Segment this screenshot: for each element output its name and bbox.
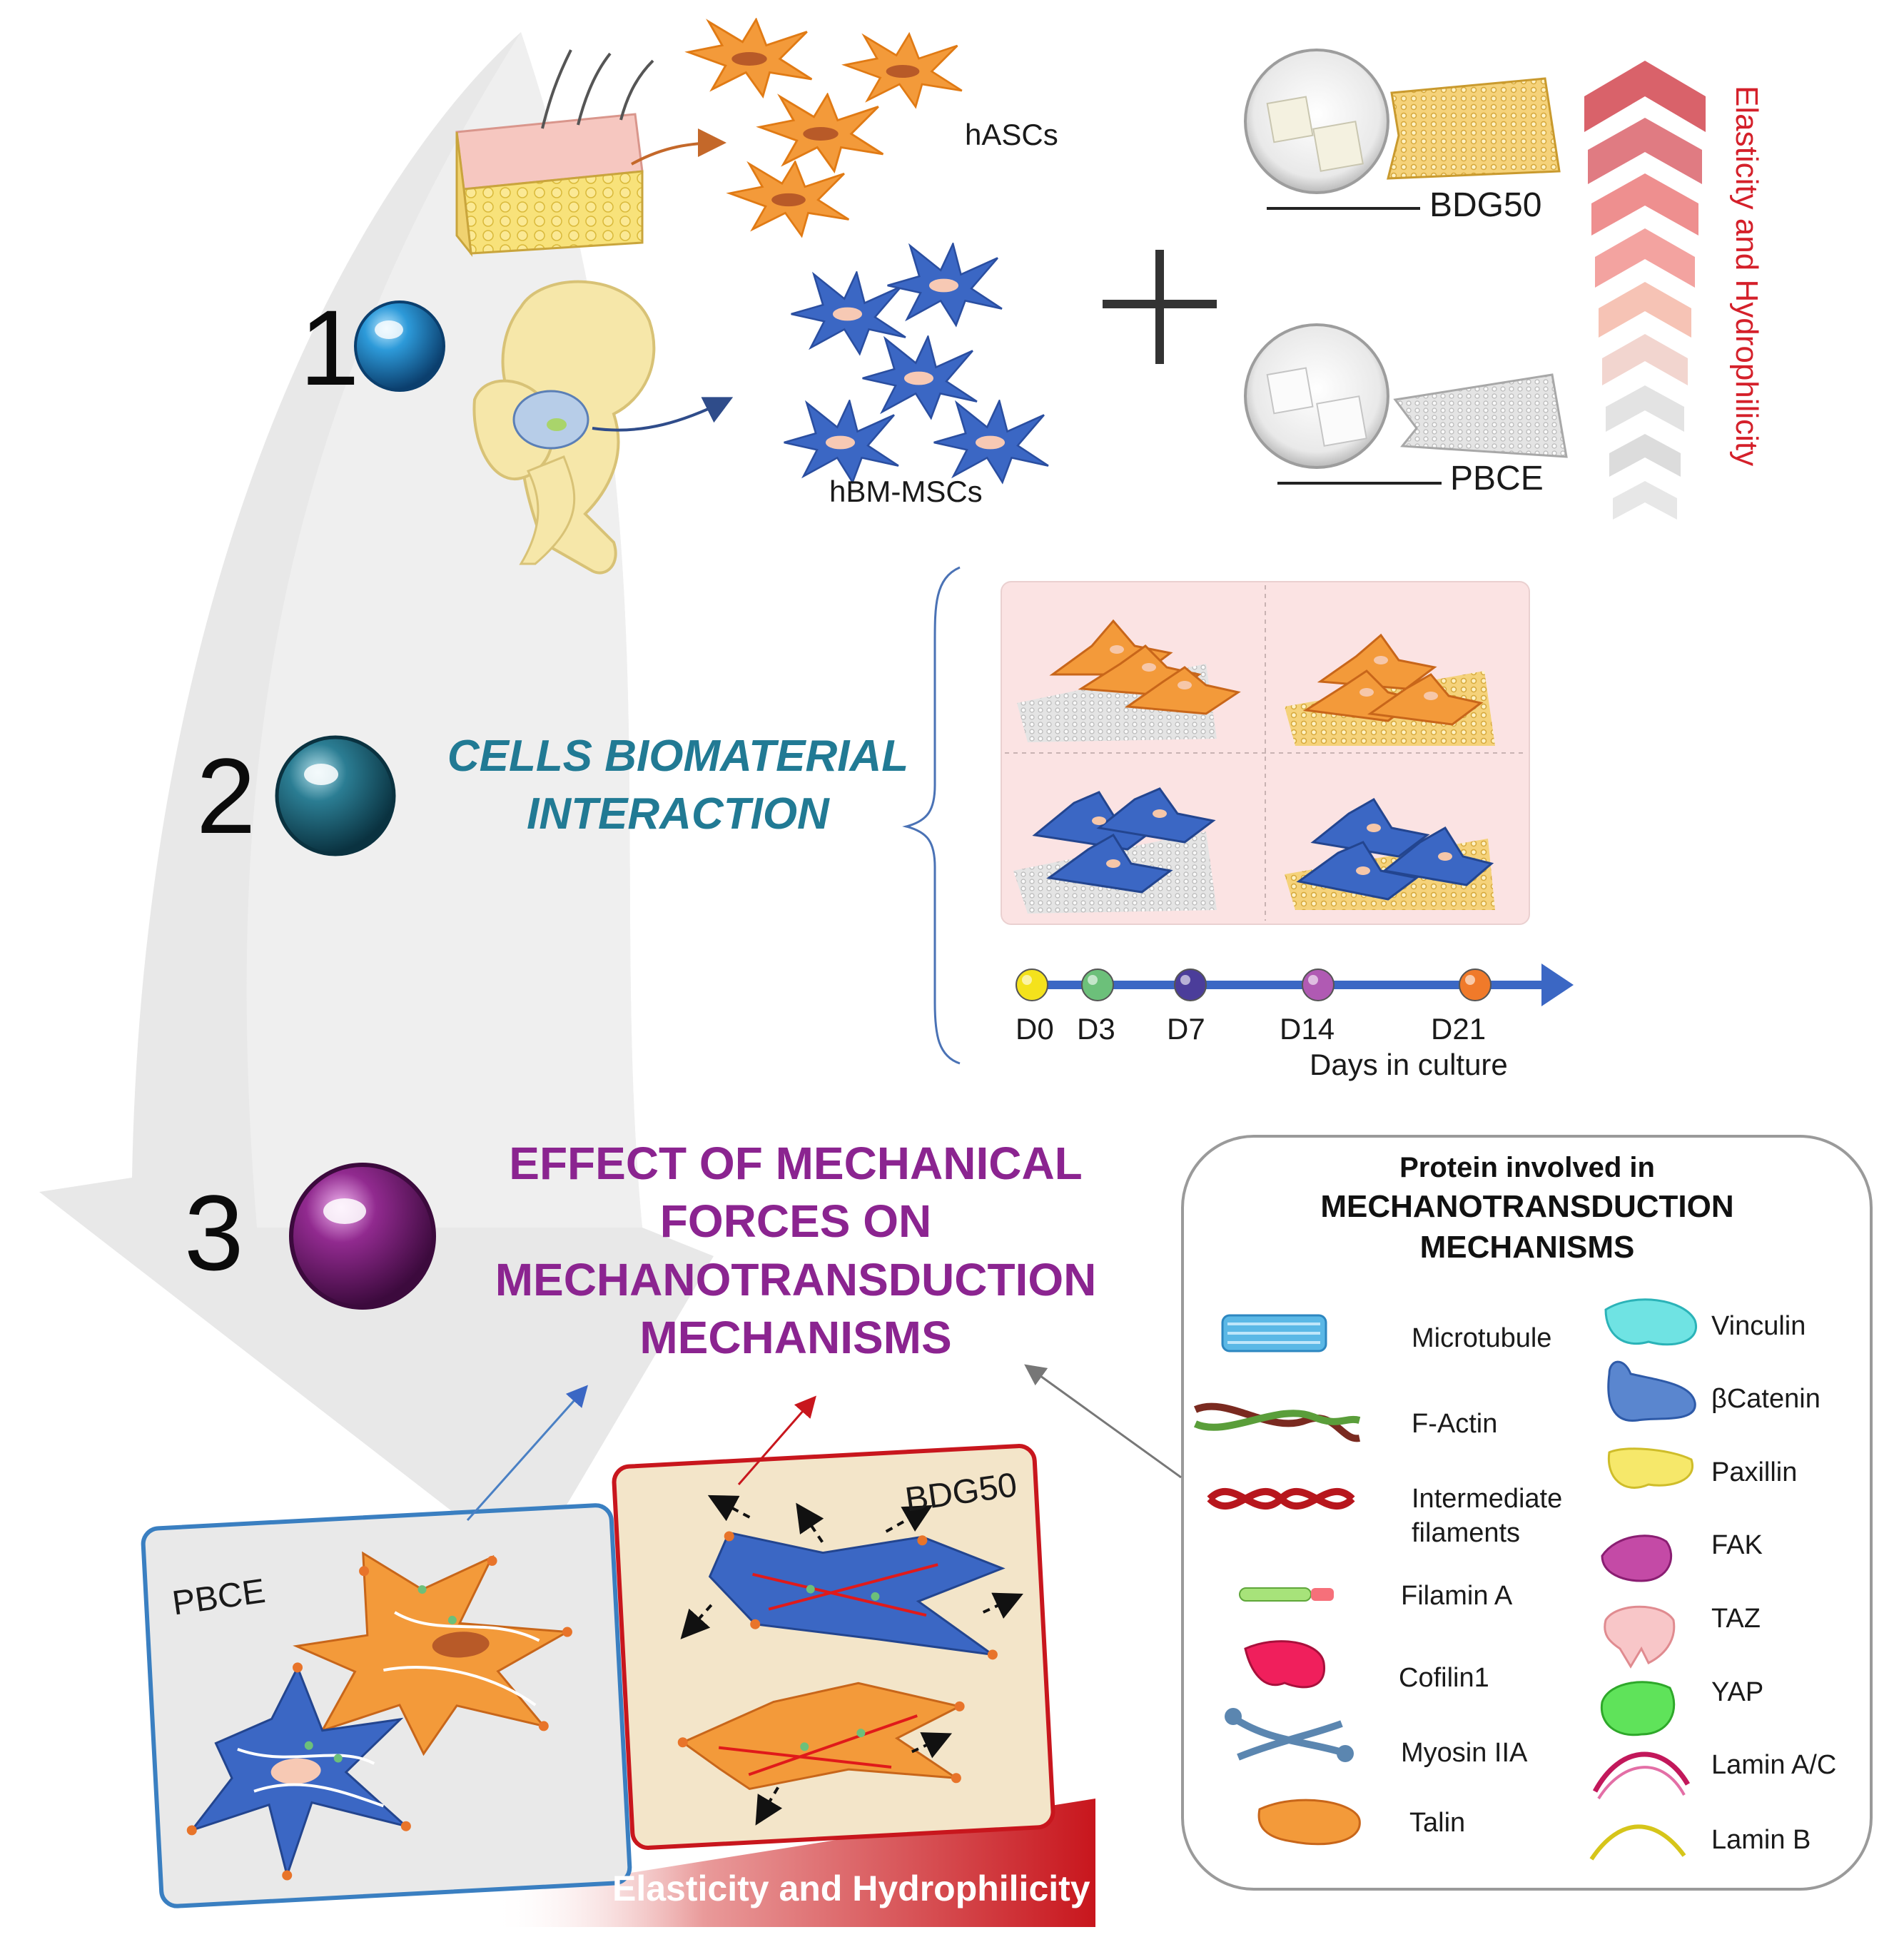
- step2-title: CELLS BIOMATERIAL INTERACTION: [417, 728, 938, 843]
- timeline-axis-label: Days in culture: [1310, 1048, 1508, 1081]
- vinculin-icon: [1604, 1298, 1698, 1346]
- cofilin1-icon: [1244, 1640, 1325, 1689]
- timeline-dot-highlight: [1180, 975, 1190, 985]
- bdg50-scaffold-panel: [612, 1444, 1055, 1850]
- timeline-label-d7: D7: [1167, 1012, 1205, 1046]
- timeline-dot-highlight: [1088, 975, 1098, 985]
- plus-sign: [1103, 250, 1217, 364]
- legend-fak: FAK: [1711, 1530, 1763, 1560]
- pbce-petri-and-scaffold: [1244, 323, 1568, 469]
- lamin-ac-icon: [1592, 1751, 1691, 1800]
- legend-vinculin: Vinculin: [1711, 1311, 1806, 1341]
- step3-numeral: 3: [184, 1173, 244, 1293]
- beta-catenin-icon: [1607, 1360, 1696, 1422]
- legend-lamin-ac: Lamin A/C: [1711, 1750, 1837, 1780]
- panel-title-line2: MECHANOTRANSDUCTION: [1320, 1189, 1734, 1224]
- hbmmscs-label: hBM-MSCs: [829, 475, 983, 508]
- legend-talin: Talin: [1409, 1808, 1466, 1838]
- timeline-label-d14: D14: [1280, 1012, 1335, 1046]
- step2-title-line1: CELLS BIOMATERIAL: [447, 732, 909, 781]
- legend-taz: TAZ: [1711, 1604, 1761, 1634]
- hascs-cells: [687, 18, 963, 237]
- myosin-iia-icon: [1225, 1708, 1354, 1762]
- legend-cofilin1: Cofilin1: [1399, 1663, 1489, 1693]
- timeline-dot-d21: [1459, 969, 1492, 1001]
- protein-panel-title: Protein involved in MECHANOTRANSDUCTION …: [1213, 1149, 1841, 1268]
- step3-title-line1: EFFECT OF MECHANICAL: [509, 1138, 1083, 1189]
- step1-numeral: 1: [300, 288, 360, 408]
- timeline-label-d0: D0: [1016, 1012, 1054, 1046]
- legend-beta-catenin: βCatenin: [1711, 1384, 1821, 1414]
- adipose-tissue-block: [455, 49, 654, 257]
- timeline-dot-highlight: [1022, 975, 1032, 985]
- talin-icon: [1257, 1799, 1361, 1846]
- panel-title-line1: Protein involved in: [1399, 1152, 1655, 1183]
- protein-panel: [1181, 1135, 1873, 1891]
- timeline-dot-d14: [1302, 969, 1335, 1001]
- timeline-dot-highlight: [1465, 975, 1475, 985]
- legend-myosin-iia: Myosin IIA: [1401, 1738, 1528, 1768]
- legend-yap: YAP: [1711, 1677, 1764, 1707]
- paxillin-icon: [1607, 1447, 1694, 1489]
- culture-grid: [1001, 581, 1530, 925]
- hascs-label: hASCs: [965, 118, 1058, 151]
- timeline-dot-d3: [1081, 969, 1114, 1001]
- hip-bone-illustration: [472, 280, 656, 575]
- step3-title-line2: FORCES ON: [659, 1195, 932, 1248]
- timeline-dot-highlight: [1308, 975, 1318, 985]
- bottom-banner-label: Elasticity and Hydrophilicity: [612, 1868, 1090, 1908]
- panel-title-line3: MECHANISMS: [1419, 1230, 1635, 1265]
- step2-sphere: [275, 735, 396, 856]
- intermediate-filaments-icon: [1207, 1487, 1355, 1510]
- step1-sphere: [354, 300, 445, 392]
- adipose-to-hascs-arrow: [631, 128, 726, 166]
- legend-microtubule: Microtubule: [1412, 1323, 1552, 1353]
- lamin-b-icon: [1589, 1824, 1686, 1861]
- timeline-dot-d7: [1174, 969, 1207, 1001]
- timeline-label-d21: D21: [1431, 1012, 1487, 1046]
- gradient-vertical-label: Elasticity and Hydrophilicity: [1729, 86, 1764, 467]
- step3-title: EFFECT OF MECHANICAL FORCES ON MECHANOTR…: [457, 1135, 1135, 1367]
- legend-intermediate-filaments: Intermediate filaments: [1412, 1484, 1563, 1548]
- step3-title-line4: MECHANISMS: [639, 1311, 952, 1363]
- yap-icon: [1600, 1681, 1676, 1736]
- f-actin-icon: [1193, 1402, 1361, 1442]
- hbmmscs-cells: [783, 243, 1050, 484]
- microtubule-icon: [1221, 1314, 1327, 1352]
- timeline-label-d3: D3: [1077, 1012, 1115, 1046]
- step2-curly-brace: [902, 566, 961, 1065]
- legend-paxillin: Paxillin: [1711, 1457, 1798, 1487]
- filamin-a-icon: [1239, 1587, 1334, 1602]
- taz-icon: [1604, 1605, 1676, 1669]
- pbce-material-label: PBCE: [1450, 460, 1544, 497]
- step2-numeral: 2: [196, 736, 256, 856]
- bdg50-material-label: BDG50: [1429, 186, 1542, 224]
- timeline: [1016, 964, 1574, 1006]
- step2-title-line2: INTERACTION: [527, 789, 829, 839]
- legend-f-actin: F-Actin: [1412, 1409, 1498, 1439]
- bdg50-to-title-arrow: [737, 1395, 816, 1485]
- gradient-chevrons: [1584, 61, 1706, 520]
- pbce-to-title-arrow: [466, 1385, 588, 1521]
- bdg50-petri-and-scaffold: [1244, 49, 1561, 194]
- timeline-dot-d0: [1016, 969, 1048, 1001]
- bone-to-hbmmscs-arrow: [592, 397, 734, 432]
- legend-filamin-a: Filamin A: [1401, 1581, 1513, 1611]
- fak-icon: [1601, 1534, 1673, 1582]
- pbce-scaffold-panel: [141, 1503, 632, 1908]
- step3-sphere: [289, 1163, 436, 1310]
- legend-lamin-b: Lamin B: [1711, 1825, 1811, 1855]
- panel-to-title-arrow: [1024, 1364, 1182, 1479]
- step3-title-line3: MECHANOTRANSDUCTION: [495, 1253, 1097, 1305]
